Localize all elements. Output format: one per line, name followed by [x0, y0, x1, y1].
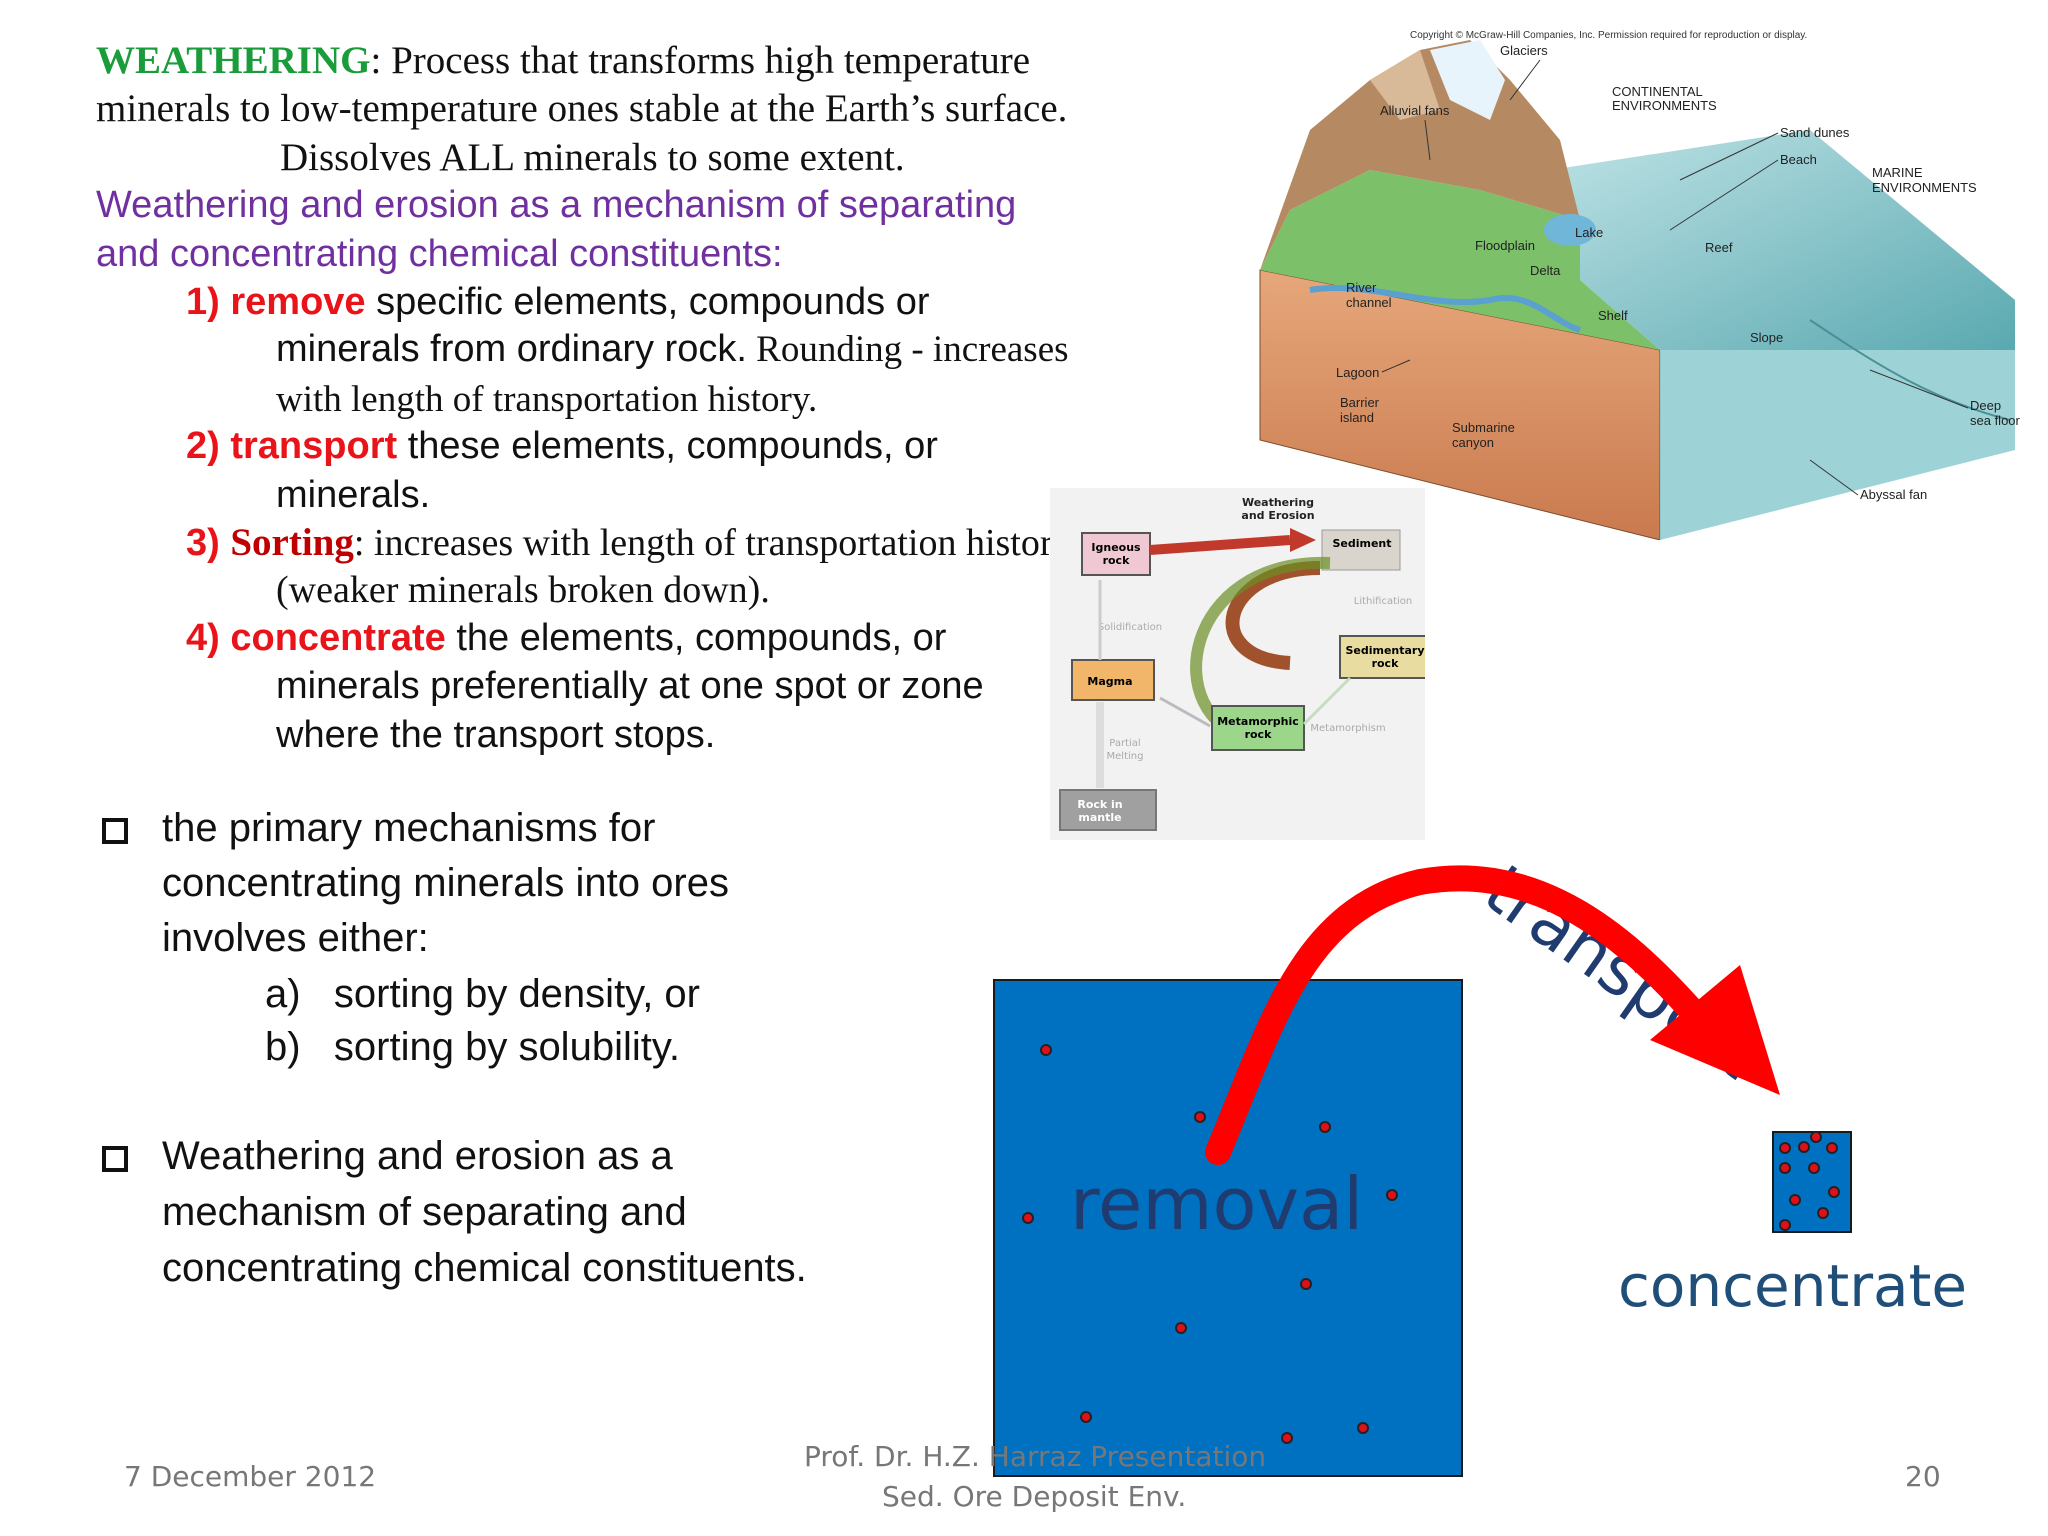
rc-mantle-1: Rock in	[1077, 798, 1122, 811]
item-remove: 1) remove specific elements, compounds o…	[186, 281, 930, 323]
item-sorting-cont1: (weaker minerals broken down).	[276, 569, 770, 611]
weathering-definition-line3: Dissolves ALL minerals to some extent.	[280, 136, 905, 179]
label-barrier-1: Barrier	[1340, 395, 1380, 410]
label-continental-1: CONTINENTAL	[1612, 84, 1703, 99]
bullet-box-1	[102, 818, 128, 844]
removal-box	[993, 979, 1463, 1477]
label-abyssal-fan: Abyssal fan	[1860, 487, 1927, 502]
concentrate-label: concentrate	[1618, 1252, 1968, 1320]
rc-weathering-1: Weathering	[1242, 496, 1314, 509]
rc-partial-1: Partial	[1109, 738, 1140, 749]
item-concentrate-cont2: where the transport stops.	[276, 714, 716, 756]
label-beach: Beach	[1780, 152, 1817, 167]
label-delta: Delta	[1530, 263, 1561, 278]
bullet-box-2	[102, 1146, 128, 1172]
rc-metamorphism: Metamorphism	[1310, 723, 1385, 734]
label-floodplain: Floodplain	[1475, 238, 1535, 253]
item-transport: 2) transport these elements, compounds, …	[186, 425, 938, 467]
rc-magma: Magma	[1087, 675, 1132, 688]
rc-weathering-2: and Erosion	[1241, 509, 1314, 522]
item-sorting-key: Sorting	[230, 521, 354, 564]
rc-mantle-2: mantle	[1078, 811, 1121, 824]
label-deep-2: sea floor	[1970, 413, 2021, 428]
label-sand-dunes: Sand dunes	[1780, 125, 1850, 140]
item-transport-key: transport	[230, 425, 398, 467]
label-alluvial-fans: Alluvial fans	[1380, 103, 1450, 118]
rc-sedimentary-1: Sedimentary	[1345, 644, 1424, 657]
label-slope: Slope	[1750, 330, 1783, 345]
label-lagoon: Lagoon	[1336, 365, 1379, 380]
item-concentrate: 4) concentrate the elements, compounds, …	[186, 617, 947, 659]
label-lake: Lake	[1575, 225, 1603, 240]
item-transport-cont1: minerals.	[276, 474, 431, 516]
label-marine-2: ENVIRONMENTS	[1872, 180, 1977, 195]
footer-page-number: 20	[1905, 1460, 1941, 1493]
footer-author-line2: Sed. Ore Deposit Env.	[882, 1480, 1187, 1513]
label-submarine-1: Submarine	[1452, 420, 1515, 435]
bullet2-line3: concentrating chemical constituents.	[162, 1246, 807, 1290]
bullet1-line1: the primary mechanisms for	[162, 806, 656, 850]
rc-lithification: Lithification	[1354, 596, 1412, 607]
label-shelf: Shelf	[1598, 308, 1628, 323]
copyright-text: Copyright © McGraw-Hill Companies, Inc. …	[1410, 30, 1807, 41]
item-concentrate-key: concentrate	[230, 617, 446, 659]
rc-sediment: Sediment	[1332, 537, 1391, 550]
rc-igneous-2: rock	[1103, 554, 1131, 567]
label-reef: Reef	[1705, 240, 1733, 255]
footer-date: 7 December 2012	[124, 1460, 377, 1493]
rc-metamorphic-2: rock	[1245, 728, 1273, 741]
label-river-1: River	[1346, 280, 1377, 295]
transport-arrow	[1205, 865, 1780, 1165]
item-concentrate-cont1: minerals preferentially at one spot or z…	[276, 665, 984, 707]
bullet1-line3: involves either:	[162, 916, 429, 960]
weathering-title-word: WEATHERING	[96, 39, 371, 82]
rc-sedimentary-2: rock	[1372, 657, 1400, 670]
weathering-definition-line2: minerals to low-temperature ones stable …	[96, 87, 1068, 130]
bullet1-option-a: a) sorting by density, or	[265, 972, 700, 1016]
item-remove-key: remove	[230, 281, 366, 323]
depositional-environments-diagram: Copyright © McGraw-Hill Companies, Inc. …	[1259, 30, 2021, 540]
weathering-definition-line1: WEATHERING: Process that transforms high…	[96, 39, 1031, 82]
label-glaciers: Glaciers	[1500, 43, 1548, 58]
bullet1-option-b: b) sorting by solubility.	[265, 1025, 680, 1069]
purple-heading-line2: and concentrating chemical constituents:	[96, 233, 783, 275]
rc-solidification: Solidification	[1098, 622, 1162, 633]
item-remove-cont2: with length of transportation history.	[276, 379, 818, 420]
rc-partial-2: Melting	[1107, 751, 1144, 762]
bullet1-line2: concentrating minerals into ores	[162, 861, 729, 905]
label-barrier-2: island	[1340, 410, 1374, 425]
bullet2-line1: Weathering and erosion as a	[162, 1134, 673, 1178]
label-submarine-2: canyon	[1452, 435, 1494, 450]
footer-author-line1: Prof. Dr. H.Z. Harraz Presentation	[804, 1440, 1267, 1473]
rc-igneous-1: Igneous	[1091, 541, 1141, 554]
label-deep-1: Deep	[1970, 398, 2001, 413]
label-continental-2: ENVIRONMENTS	[1612, 98, 1717, 113]
label-marine-1: MARINE	[1872, 165, 1923, 180]
removal-label: removal	[1070, 1162, 1364, 1246]
purple-heading-line1: Weathering and erosion as a mechanism of…	[96, 184, 1017, 226]
rock-cycle-diagram: Weathering and Erosion Igneous rock Sedi…	[1050, 488, 1431, 840]
rc-metamorphic-1: Metamorphic	[1217, 715, 1299, 728]
label-river-2: channel	[1346, 295, 1392, 310]
bullet2-line2: mechanism of separating and	[162, 1190, 687, 1234]
item-remove-cont1: minerals from ordinary rock. Rounding - …	[276, 328, 1069, 370]
item-sorting: 3) Sorting: increases with length of tra…	[186, 521, 1072, 564]
